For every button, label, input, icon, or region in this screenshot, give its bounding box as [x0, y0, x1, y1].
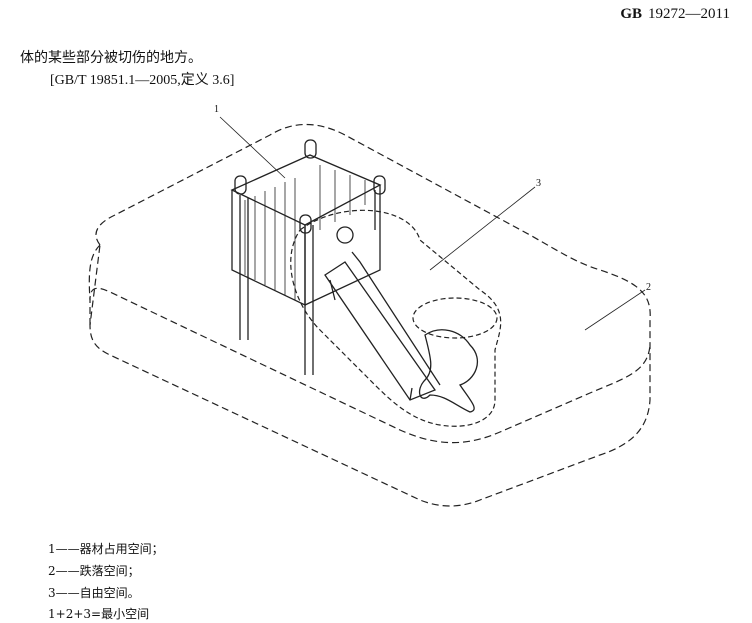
callout-2: 2	[646, 282, 651, 293]
std-prefix: GB	[620, 6, 643, 22]
legend-item-2: 2——跌落空间；	[48, 564, 140, 578]
page-header: GB 19272—2011	[620, 6, 730, 23]
callout-3: 3	[536, 178, 541, 189]
std-number: 19272—2011	[648, 6, 730, 22]
slide-tower	[230, 139, 479, 413]
legend-summary: 1+2+3=最小空间	[48, 607, 150, 621]
callout-1: 1	[214, 104, 219, 115]
body-text: 体的某些部分被切伤的地方。	[20, 50, 202, 66]
reference-citation: [GB/T 19851.1—2005,定义 3.6]	[50, 73, 235, 88]
free-space-outline	[290, 209, 502, 427]
fall-space-outline	[88, 123, 651, 507]
callout-leaders	[219, 116, 646, 331]
legend-item-3: 3——自由空间。	[48, 586, 140, 600]
legend-item-1: 1——器材占用空间；	[48, 542, 164, 556]
